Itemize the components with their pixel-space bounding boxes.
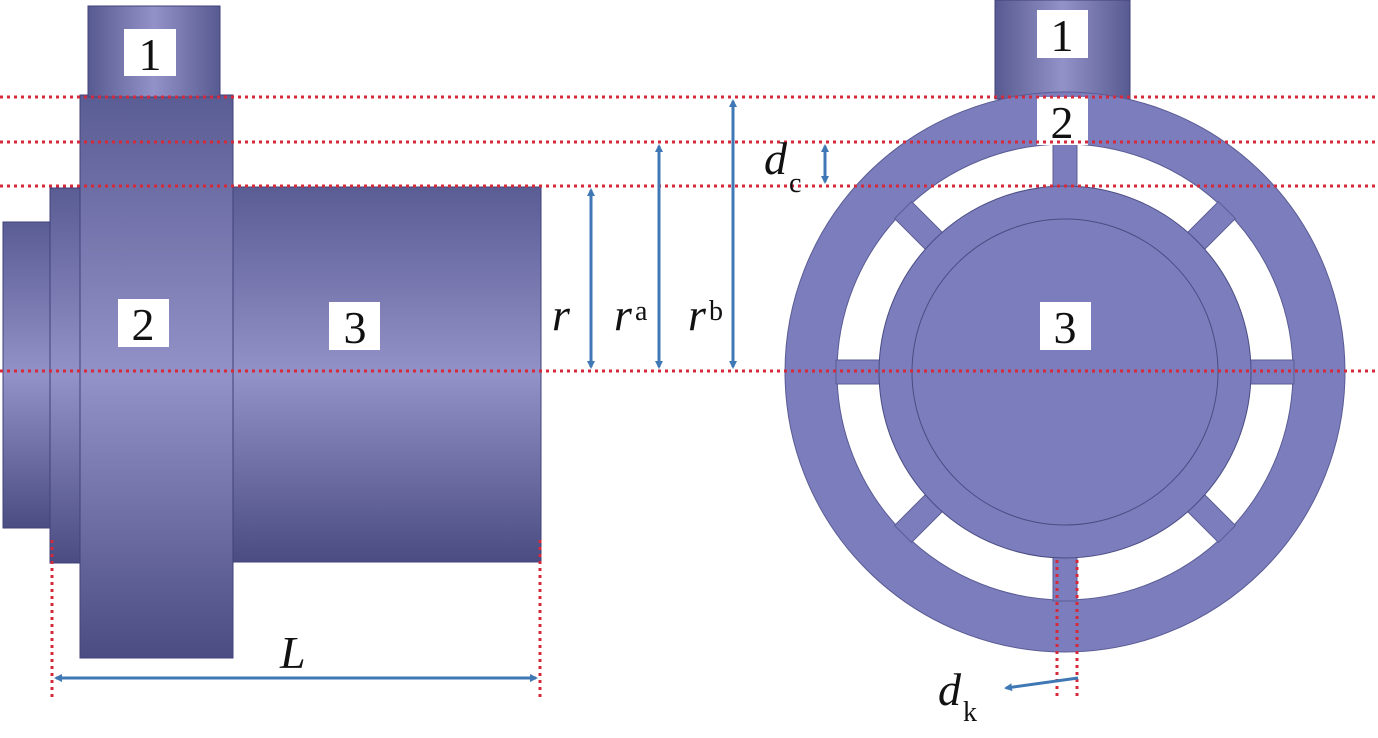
dim-dc-sub: c	[789, 168, 801, 199]
dim-r: r	[552, 289, 571, 340]
label-part-1: 1	[139, 29, 162, 80]
dim-rb-sub: b	[709, 296, 723, 327]
dim-L: L	[279, 627, 306, 678]
guide-lines	[0, 95, 1378, 700]
label-part-2-front: 2	[1051, 97, 1074, 148]
label-part-1-front: 1	[1051, 10, 1074, 61]
dim-dk: d	[938, 664, 962, 715]
side-view: 1 2 3	[2, 5, 542, 659]
label-part-3: 3	[344, 302, 367, 353]
inlet-stub	[2, 221, 52, 529]
dim-ra: r	[614, 289, 633, 340]
part-2-ring	[79, 94, 234, 659]
dimension-arrows	[54, 99, 1079, 692]
dim-dc: d	[764, 133, 788, 184]
dim-rb: r	[688, 289, 707, 340]
dim-ra-sub: a	[635, 296, 648, 327]
dim-dk-sub: k	[963, 697, 977, 728]
label-part-3-front: 3	[1054, 302, 1077, 353]
label-part-2: 2	[132, 299, 155, 350]
part-3-body	[232, 186, 542, 563]
flange	[49, 187, 82, 564]
